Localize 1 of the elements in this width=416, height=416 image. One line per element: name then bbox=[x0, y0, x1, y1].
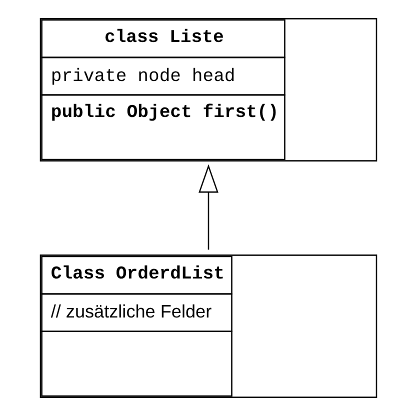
arrow bbox=[198, 164, 218, 250]
